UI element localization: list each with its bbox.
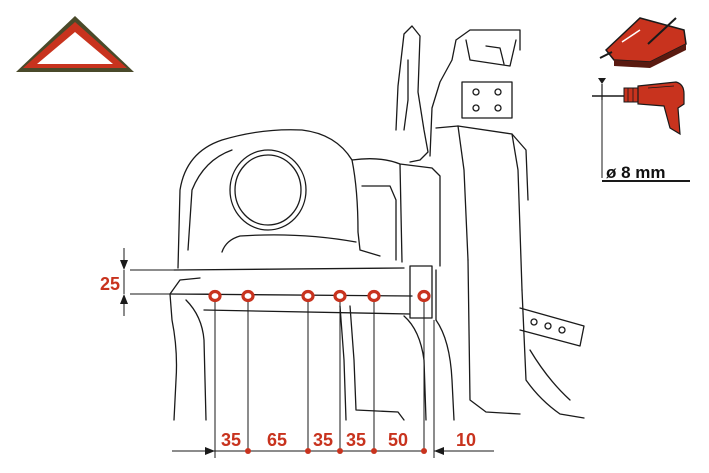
power-drill-icon <box>592 78 685 178</box>
weld-point-5 <box>367 289 381 303</box>
dimension-nodes <box>245 448 427 454</box>
weld-point-3 <box>301 289 315 303</box>
vehicle-structure-drawing <box>169 25 585 421</box>
weld-points <box>208 289 431 303</box>
dimension-arrow-left <box>205 447 215 455</box>
vertical-dimension-arrow-top <box>120 260 128 270</box>
dimension-label-2: 65 <box>267 430 287 450</box>
dimension-label-6: 10 <box>456 430 476 450</box>
drill-diameter-label: ø 8 mm <box>606 163 666 182</box>
vertical-dimension-label: 25 <box>100 274 120 294</box>
dimension-label-5: 50 <box>388 430 408 450</box>
vertical-dimension <box>123 248 212 316</box>
weld-point-2 <box>241 289 255 303</box>
dimension-extension-lines <box>214 302 435 458</box>
weld-point-1 <box>208 289 222 303</box>
dimension-label-3: 35 <box>313 430 333 450</box>
weld-point-6 <box>417 289 431 303</box>
spot-weld-cutter-icon <box>599 17 687 68</box>
dimension-arrow-right <box>434 447 444 455</box>
vertical-dimension-arrow-bottom <box>120 294 128 304</box>
weld-point-4 <box>333 289 347 303</box>
dimension-label-1: 35 <box>221 430 241 450</box>
warning-triangle-icon <box>16 16 134 72</box>
dimension-label-4: 35 <box>346 430 366 450</box>
